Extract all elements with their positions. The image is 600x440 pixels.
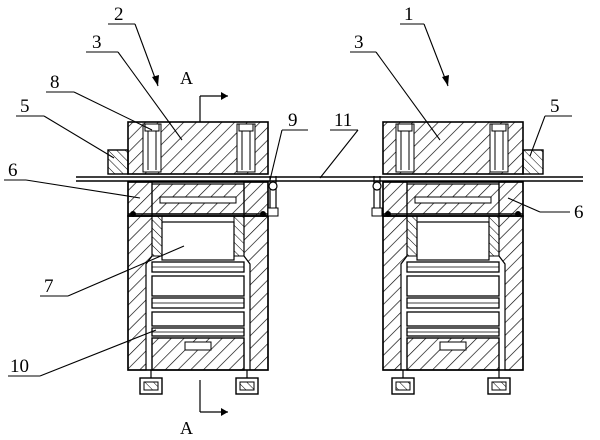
section-label-bottom: A xyxy=(180,418,193,438)
callout-3-right: 3 xyxy=(354,32,364,53)
callout-8: 8 xyxy=(50,72,60,93)
left-foot-2 xyxy=(235,370,259,395)
left-cap-bolt-1 xyxy=(144,123,160,170)
right-cap-bolt-1 xyxy=(397,123,413,170)
left-unit xyxy=(107,121,269,395)
right-foot-2 xyxy=(487,370,511,395)
right-inner-cavity xyxy=(416,221,490,261)
left-inner-cavity xyxy=(161,221,235,261)
callout-5-right: 5 xyxy=(550,96,560,117)
rod-clamp-connector xyxy=(267,176,383,217)
section-marker-bottom xyxy=(199,380,228,416)
right-cap-bolt-2 xyxy=(491,123,507,170)
callout-3-left: 3 xyxy=(92,32,102,53)
right-foot-1 xyxy=(391,370,415,395)
callout-9: 9 xyxy=(288,110,298,131)
callout-7: 7 xyxy=(44,276,54,297)
right-side-block xyxy=(522,149,544,175)
left-cap-bolt-2 xyxy=(238,123,254,170)
callout-5-left: 5 xyxy=(20,96,30,117)
callout-10: 10 xyxy=(10,356,29,377)
section-label-top: A xyxy=(180,68,193,88)
callout-11: 11 xyxy=(334,110,352,131)
connecting-rod xyxy=(76,176,583,182)
left-foot-1 xyxy=(139,370,163,395)
right-unit xyxy=(382,121,544,395)
section-marker-top xyxy=(199,92,228,122)
leader-lines xyxy=(4,23,572,377)
left-side-block xyxy=(107,149,129,175)
callout-6-right: 6 xyxy=(574,202,584,223)
callout-2: 2 xyxy=(114,4,124,25)
callout-6-left: 6 xyxy=(8,160,18,181)
callout-1: 1 xyxy=(404,4,414,25)
